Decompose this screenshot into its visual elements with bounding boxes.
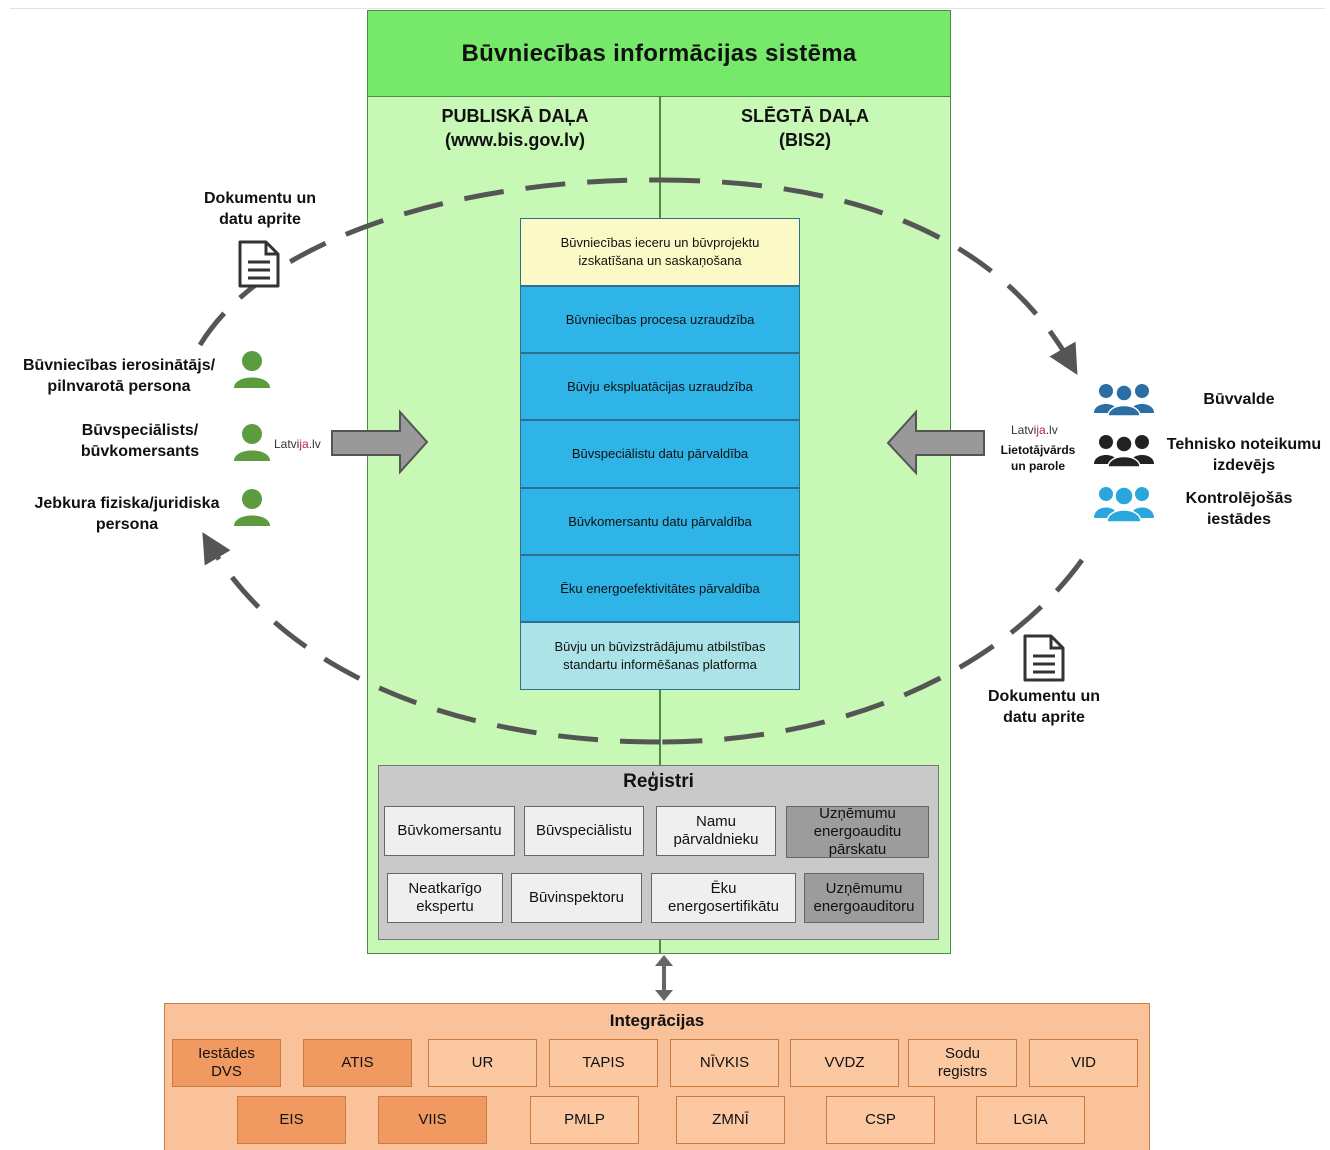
module-item: Būvniecības procesa uzraudzība [520, 286, 800, 353]
latvija-logo-right: Latvija.lv [1011, 423, 1058, 437]
document-icon [238, 240, 280, 288]
latvija-logo-part: Latvi [274, 437, 300, 451]
actor-specialist-line2: būvkomersants [80, 443, 200, 460]
registry-item: Neatkarīgo ekspertu [387, 873, 503, 923]
actor-specialist-label: Būvspeciālists/ būvkomersants [60, 420, 220, 462]
group-icon [1094, 384, 1154, 417]
actor-any-person-line2: persona [95, 516, 159, 533]
right-doc-flow-line1: Dokumentu un [988, 688, 1100, 705]
registry-item: Būvinspektoru [511, 873, 642, 923]
public-closed-divider-bottom [659, 940, 661, 954]
registry-item: Būvkomersantu [384, 806, 515, 856]
module-item: Būvkomersantu datu pārvaldība [520, 488, 800, 555]
login-line1: Lietotājvārds [1000, 443, 1076, 457]
actor-buvvalde-label: Būvvalde [1180, 389, 1298, 410]
integration-item: NĪVKIS [670, 1039, 779, 1087]
integration-item: TAPIS [549, 1039, 658, 1087]
actor-control-line2: iestādes [1206, 511, 1272, 528]
integration-item: EIS [237, 1096, 346, 1144]
registry-item: Ēku energosertifikātu [651, 873, 796, 923]
top-divider-line [10, 8, 1325, 9]
actor-any-person-line1: Jebkura fiziska/juridiska [34, 495, 220, 512]
actor-buvvalde-line1: Būvvalde [1203, 391, 1275, 408]
actor-control-line1: Kontrolējošās [1185, 490, 1293, 507]
system-title: Būvniecības informācijas sistēma [368, 11, 950, 97]
latvija-logo-part: Latvi [1011, 423, 1037, 437]
actor-specialist-line1: Būvspeciālists/ [81, 422, 199, 439]
actor-control-label: Kontrolējošās iestādes [1170, 488, 1308, 530]
registries-title: Reģistri [623, 771, 694, 792]
left-access-arrow [331, 409, 429, 475]
integration-item: Sodu registrs [908, 1039, 1017, 1087]
public-part-label: PUBLISKĀ DAĻA (www.bis.gov.lv) [370, 104, 660, 152]
integration-item: CSP [826, 1096, 935, 1144]
actor-tech-rules-label: Tehnisko noteikumu izdevējs [1158, 434, 1330, 476]
registry-item: Būvspeciālistu [524, 806, 644, 856]
integration-item: LGIA [976, 1096, 1085, 1144]
right-doc-flow-label: Dokumentu un datu aprite [964, 686, 1124, 728]
public-part-url: (www.bis.gov.lv) [444, 130, 585, 150]
integration-item: VIIS [378, 1096, 487, 1144]
integration-item: VID [1029, 1039, 1138, 1087]
integration-item: Iestādes DVS [172, 1039, 281, 1087]
integration-item: UR [428, 1039, 537, 1087]
latvija-logo-part: ja [1036, 423, 1046, 437]
latvija-logo-part: .lv [1045, 423, 1058, 437]
actor-tech-rules-line2: izdevējs [1212, 457, 1276, 474]
left-doc-flow-line1: Dokumentu un [204, 190, 316, 207]
public-part-name: PUBLISKĀ DAĻA [441, 106, 589, 126]
registry-item: Uzņēmumu energoauditu pārskatu [786, 805, 929, 858]
registry-item: Uzņēmumu energoauditoru [804, 873, 924, 923]
actor-any-person-label: Jebkura fiziska/juridiska persona [18, 493, 236, 535]
integration-item: ZMNĪ [676, 1096, 785, 1144]
module-item: Būvniecības ieceru un būvprojektu izskat… [520, 218, 800, 286]
closed-part-code: (BIS2) [778, 130, 831, 150]
latvija-logo-left: Latvija.lv [274, 437, 321, 451]
registry-item: Namu pārvaldnieku [656, 806, 776, 856]
group-icon [1094, 435, 1154, 468]
integration-item: VVDZ [790, 1039, 899, 1087]
module-item: Būvju un būvizstrādājumu atbilstības sta… [520, 622, 800, 690]
latvija-logo-part: ja [299, 437, 309, 451]
actor-initiator-line2: pilnvarotā persona [47, 378, 191, 395]
latvija-logo-part: .lv [308, 437, 321, 451]
closed-part-label: SLĒGTĀ DAĻA (BIS2) [660, 104, 950, 152]
right-doc-flow-line2: datu aprite [1003, 709, 1085, 726]
left-doc-flow-label: Dokumentu un datu aprite [180, 188, 340, 230]
person-icon [234, 489, 270, 526]
integration-item: PMLP [530, 1096, 639, 1144]
group-icon [1094, 486, 1154, 523]
actor-initiator-line1: Būvniecības ierosinātājs/ [22, 357, 216, 374]
closed-part-name: SLĒGTĀ DAĻA [741, 106, 869, 126]
login-label: Lietotājvārds un parole [985, 442, 1091, 474]
actor-tech-rules-line1: Tehnisko noteikumu [1166, 436, 1322, 453]
left-doc-flow-line2: datu aprite [219, 211, 301, 228]
module-item: Ēku energoefektivitātes pārvaldība [520, 555, 800, 622]
document-icon [1023, 634, 1065, 682]
person-icon [234, 424, 270, 461]
person-icon [234, 351, 270, 388]
login-line2: un parole [1010, 459, 1065, 473]
actor-initiator-label: Būvniecības ierosinātājs/ pilnvarotā per… [6, 355, 232, 397]
module-item: Būvspeciālistu datu pārvaldība [520, 420, 800, 488]
right-access-arrow [886, 409, 985, 476]
integrations-title: Integrācijas [609, 1011, 705, 1030]
module-item: Būvju ekspluatācijas uzraudzība [520, 353, 800, 420]
integration-item: ATIS [303, 1039, 412, 1087]
